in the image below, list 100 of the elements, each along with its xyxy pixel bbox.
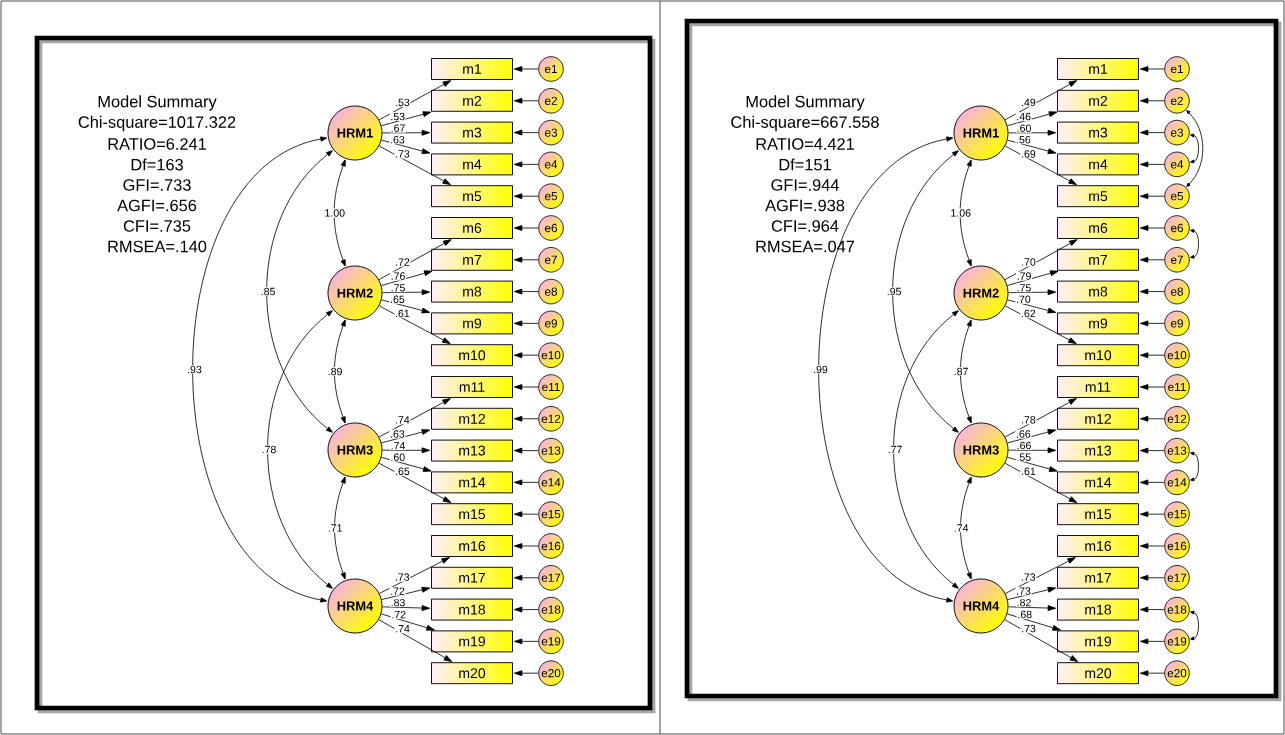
indicator-box: m16 [1057, 535, 1139, 557]
arrow [1004, 462, 1078, 503]
covariance-arrow [818, 136, 954, 603]
edge-label: .78 [1020, 415, 1037, 425]
indicator-box: m18 [1057, 598, 1139, 621]
covariance-arrow [1190, 451, 1199, 482]
arrow [1139, 97, 1165, 104]
indicator-box: m7 [431, 248, 513, 271]
edge-label: .68 [1016, 610, 1033, 619]
indicator-box: m7 [1057, 248, 1139, 271]
covariance-arrow [960, 319, 972, 424]
arrow [1004, 80, 1078, 121]
indicator-box: m15 [431, 503, 513, 526]
edge-label: .70 [1020, 257, 1037, 267]
indicator-box: m18 [431, 598, 513, 621]
edge-label: .70 [1015, 294, 1032, 304]
indicator-box: m19 [431, 630, 513, 653]
edge-label: .82 [1015, 598, 1033, 608]
arrow [513, 320, 539, 327]
indicator-box: m13 [431, 439, 513, 462]
summary-text: RMSEA=.047 [756, 240, 855, 253]
covariance-arrow [334, 476, 346, 580]
arrow [380, 613, 435, 631]
indicator-box: m6 [431, 217, 513, 239]
edge-label: .55 [1015, 452, 1032, 462]
arrow [513, 384, 539, 390]
arrow [1139, 161, 1165, 168]
indicator-box: m14 [431, 471, 513, 494]
arrow [513, 415, 539, 422]
edge-label: .73 [1015, 586, 1032, 596]
edge-label: .74 [953, 523, 970, 533]
arrow [1139, 447, 1165, 454]
indicator-box: m16 [431, 535, 513, 557]
arrow [513, 479, 539, 486]
edge-label: .73 [394, 572, 411, 582]
arrow [1139, 129, 1165, 136]
arrow [378, 80, 452, 121]
indicator-box: m11 [431, 376, 513, 398]
edge-label: .73 [1020, 572, 1037, 582]
summary-text: Model Summary [98, 95, 217, 111]
arrow [1139, 225, 1165, 231]
arrow [1007, 586, 1057, 600]
edge-label: .73 [1020, 624, 1037, 634]
edge-label: .73 [394, 149, 411, 159]
indicator-box: m12 [431, 407, 513, 430]
arrow [1007, 299, 1057, 314]
arrow [378, 619, 453, 662]
summary-text: Model Summary [746, 95, 865, 111]
arrow [1005, 557, 1076, 594]
arrow [1139, 256, 1165, 263]
arrow [1007, 456, 1058, 472]
covariance-arrow [892, 150, 959, 433]
arrow [1139, 670, 1165, 677]
arrow [382, 289, 431, 296]
indicator-box: m14 [1057, 471, 1139, 494]
edge-label: .72 [394, 257, 411, 267]
indicator-box: m2 [1057, 89, 1139, 112]
indicator-box: m13 [1057, 439, 1139, 462]
arrow [513, 543, 539, 549]
arrow [1139, 479, 1165, 486]
summary-text: GFI=.944 [771, 179, 839, 191]
edge-label: .72 [389, 586, 406, 596]
arrow [378, 398, 451, 438]
indicator-box: m20 [431, 662, 513, 685]
arrow [381, 111, 432, 127]
indicator-box: m4 [1057, 153, 1139, 176]
edge-label: .53 [394, 97, 411, 107]
indicator-box: m10 [431, 344, 513, 367]
arrow [1006, 613, 1061, 631]
indicator-box: m5 [1057, 185, 1139, 208]
indicator-box: m9 [1057, 312, 1139, 335]
edge-label: .75 [1016, 283, 1033, 293]
edge-label: 1.00 [323, 208, 346, 218]
edge-label: .93 [186, 365, 203, 374]
edge-label: .60 [389, 452, 406, 462]
arrow [381, 139, 431, 154]
arrow [378, 462, 452, 503]
arrow [513, 193, 539, 200]
arrow [378, 305, 451, 344]
edge-label: .83 [389, 598, 407, 608]
covariance-arrow [266, 150, 333, 433]
covariance-arrow [333, 159, 346, 267]
covariance-arrow [334, 319, 346, 424]
arrow [381, 586, 431, 600]
edge-label: .75 [390, 283, 407, 293]
edge-label: .74 [394, 624, 411, 634]
arrow [513, 670, 539, 677]
arrow [1007, 429, 1057, 444]
arrow [1008, 605, 1057, 611]
edge-label: .66 [1016, 441, 1033, 450]
arrow [1008, 129, 1057, 136]
arrow [1139, 66, 1165, 72]
covariance-arrow [192, 136, 328, 603]
summary-text: RMSEA=.140 [108, 240, 207, 253]
arrow [379, 557, 450, 594]
summary-text: AGFI=.656 [117, 199, 197, 212]
arrow [513, 606, 539, 613]
arrow [1139, 352, 1165, 359]
edge-label: .65 [394, 466, 411, 476]
edge-label: .67 [390, 123, 407, 133]
